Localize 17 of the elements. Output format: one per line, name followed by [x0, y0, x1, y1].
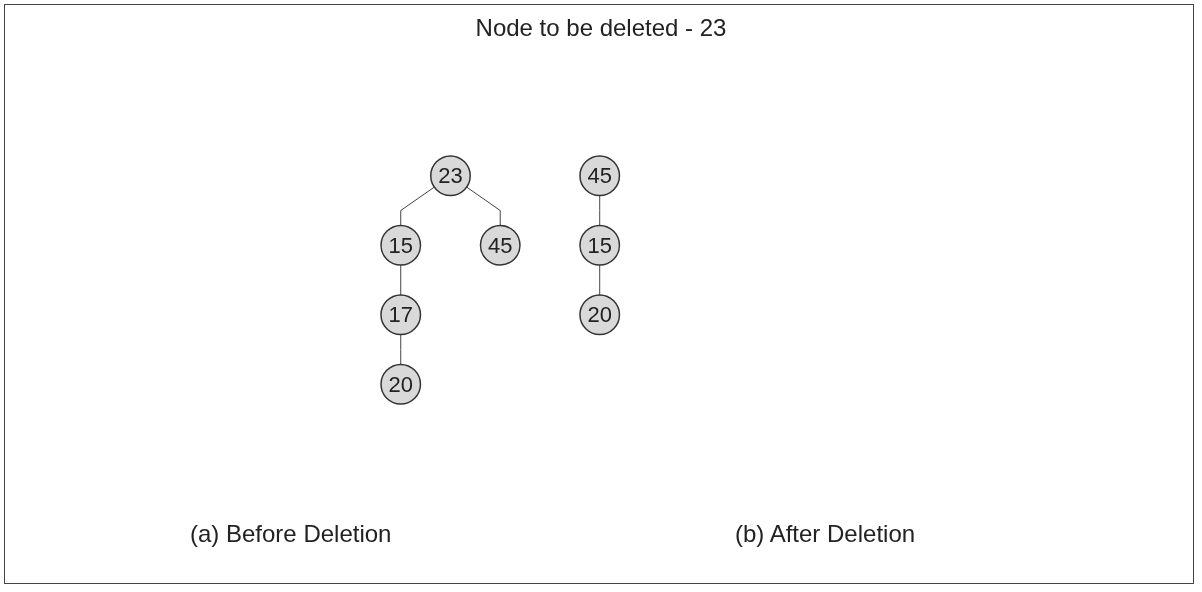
node-circle: 15 — [579, 224, 620, 266]
diagram-title: Node to be deleted - 23 — [475, 14, 727, 41]
connector — [400, 186, 435, 226]
node-circle: 45 — [479, 224, 521, 266]
node-circle: 20 — [579, 294, 620, 336]
node-circle: 23 — [429, 155, 471, 197]
node-circle: 45 — [579, 155, 620, 197]
connector — [465, 186, 501, 226]
node-circle: 17 — [380, 294, 421, 336]
connector — [599, 264, 600, 296]
tree-caption: (a) Before Deletion — [190, 520, 392, 548]
connector — [400, 264, 401, 296]
connector — [599, 195, 600, 226]
tree-caption: (b) After Deletion — [735, 520, 916, 548]
node-circle: 20 — [380, 363, 421, 405]
connector — [400, 334, 401, 365]
node-circle: 15 — [380, 224, 421, 266]
